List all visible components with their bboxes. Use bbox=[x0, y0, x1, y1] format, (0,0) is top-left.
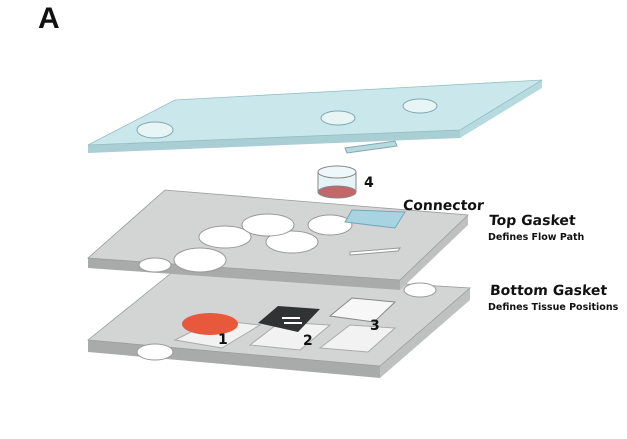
bottom-gasket bbox=[86, 269, 472, 378]
tissue-1 bbox=[182, 313, 238, 335]
bottom-gasket-label: Bottom Gasket bbox=[489, 283, 608, 299]
connector-block bbox=[344, 209, 406, 229]
top-gasket-description: Defines Flow Path bbox=[488, 232, 585, 243]
position-1-label: 1 bbox=[218, 332, 228, 348]
connector-label: Connector bbox=[402, 198, 485, 214]
glass-slide bbox=[87, 79, 543, 154]
top-gasket-label: Top Gasket bbox=[488, 213, 577, 229]
top-gasket bbox=[87, 189, 469, 290]
position-2-label: 2 bbox=[303, 333, 313, 349]
tissue-3 bbox=[328, 297, 397, 323]
panel-label: A bbox=[38, 2, 60, 35]
position-3-label: 3 bbox=[370, 318, 380, 334]
bottom-gasket-description: Defines Tissue Positions bbox=[488, 302, 619, 313]
connector-number: 4 bbox=[364, 175, 374, 191]
connector-4 bbox=[317, 165, 357, 199]
